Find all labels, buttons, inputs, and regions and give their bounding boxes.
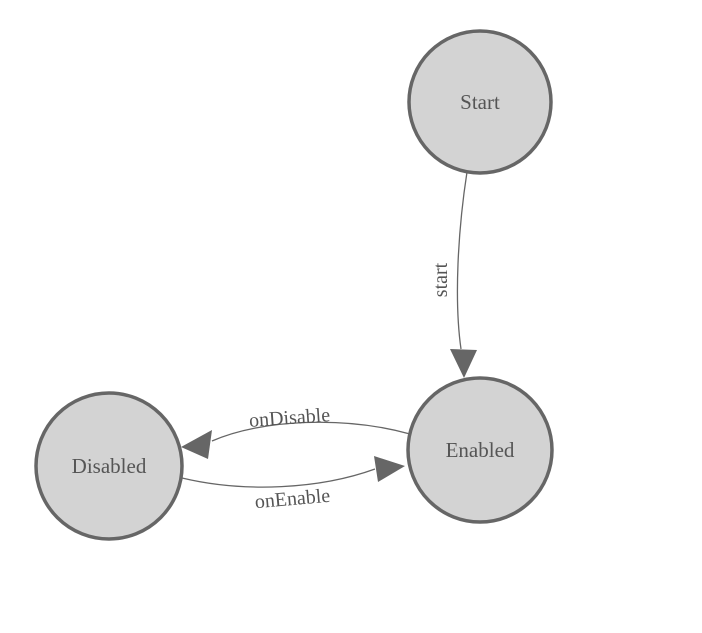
edge-disabled-to-enabled-line[interactable] [181,468,376,488]
edge-enabled-to-disabled-arrowhead-icon [181,430,212,459]
edge-disabled-to-enabled[interactable]: onEnable [181,456,405,514]
state-node-start[interactable]: Start [407,29,553,175]
edge-label-start: start [430,262,452,297]
state-node-start-circle[interactable] [407,29,553,175]
state-node-enabled-circle[interactable] [406,376,554,524]
state-node-enabled[interactable]: Enabled [406,376,554,524]
edge-start-to-enabled-arrowhead-icon [450,349,477,378]
edge-label-onenable: onEnable [254,485,331,514]
edge-enabled-to-disabled[interactable]: onDisable [181,404,411,459]
edge-disabled-to-enabled-arrowhead-icon [374,456,405,482]
state-label-disabled: Disabled [72,454,147,478]
edge-enabled-to-disabled-line[interactable] [211,421,411,442]
edge-label-ondisable: onDisable [248,404,331,432]
edge-start-to-enabled[interactable]: start [430,171,477,378]
state-node-disabled-circle[interactable] [34,391,184,541]
state-label-start: Start [460,90,500,114]
state-node-disabled[interactable]: Disabled [34,391,184,541]
state-label-enabled: Enabled [446,438,515,462]
edge-start-to-enabled-line[interactable] [456,171,468,350]
